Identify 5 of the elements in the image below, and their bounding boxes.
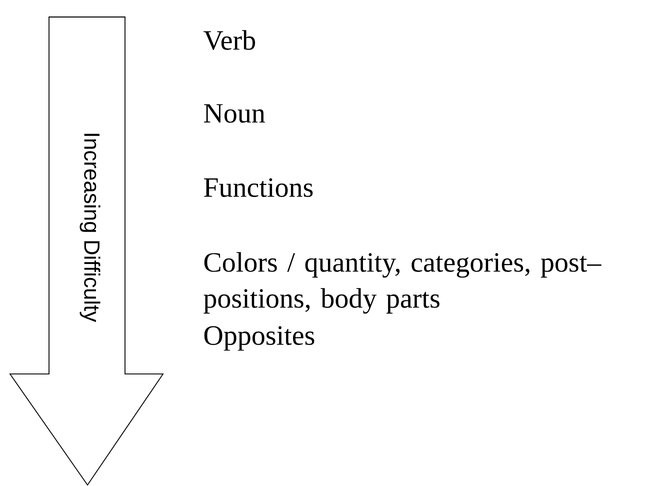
list-item: Colors / quantity, categories, post–positions, body parts [204,252,602,314]
list-item: Opposites [204,326,314,351]
list-item: Verb [204,30,256,50]
list-item: Noun [204,104,265,123]
list-item: Functions [204,178,313,197]
